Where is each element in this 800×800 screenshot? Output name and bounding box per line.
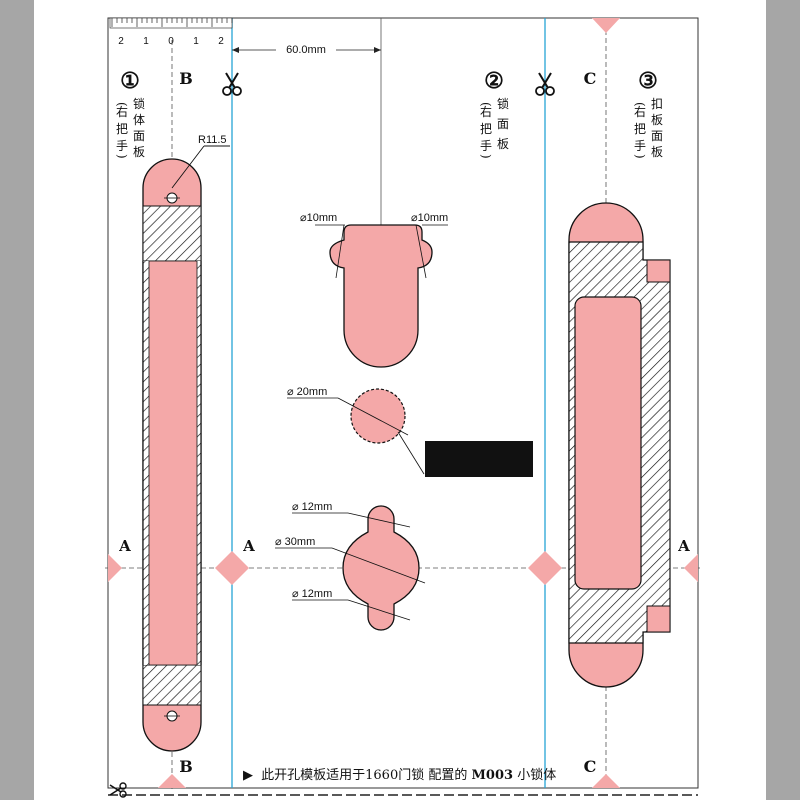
diameter-callout-knob-bottom: ⌀ 12mm: [292, 588, 332, 600]
label-c-bottom: C: [584, 757, 597, 776]
label-a-inner: A: [242, 537, 255, 555]
label-b-bottom: B: [179, 757, 193, 776]
footer-note: ▶ 此开孔模板适用于1660门锁 配置的 M003 小锁体: [243, 767, 556, 783]
svg-text:面: 面: [651, 129, 663, 143]
svg-text:锁: 锁: [133, 96, 145, 111]
label-a-left: A: [118, 537, 131, 555]
svg-text:面: 面: [133, 129, 145, 143]
panel-2-header: ② ( 右 把 手 ) 锁 面 板: [479, 68, 509, 159]
marker-a-center: [528, 551, 562, 585]
diameter-callout-knob-top: ⌀ 12mm: [292, 501, 332, 513]
diameter-callout-left: ⌀10mm: [300, 212, 337, 224]
svg-text:体: 体: [133, 113, 145, 127]
radius-callout: R11.5: [198, 134, 227, 146]
scissors-icon: [109, 782, 127, 798]
template-border: [107, 17, 699, 789]
svg-text:右: 右: [116, 104, 128, 119]
ruler-label: 0: [168, 36, 174, 47]
width-dimension-label: 60.0mm: [286, 44, 326, 56]
width-dimension: 60.0mm: [232, 42, 381, 56]
svg-text:(: (: [115, 102, 129, 107]
svg-text:把: 把: [480, 122, 492, 136]
svg-text:面: 面: [497, 117, 509, 131]
svg-text:把: 把: [634, 122, 646, 136]
marker-c-top: [592, 18, 620, 33]
footer-text-3: 小锁体: [517, 767, 556, 783]
label-block: [425, 441, 533, 477]
panel-2-number: ②: [484, 68, 504, 94]
svg-text:板: 板: [133, 145, 145, 159]
label-b-top: B: [179, 69, 193, 88]
ruler-label: 2: [218, 36, 224, 47]
svg-text:锁: 锁: [497, 96, 509, 111]
svg-text:右: 右: [634, 104, 646, 119]
ruler: 2 1 0 1 2: [109, 17, 233, 47]
svg-text:): ): [115, 154, 129, 159]
svg-text:右: 右: [480, 104, 492, 119]
svg-text:手: 手: [480, 139, 492, 153]
marker-a-right: [684, 554, 698, 582]
ruler-label: 2: [118, 36, 124, 47]
ruler-label: 1: [143, 36, 149, 47]
diameter-callout-knob-mid: ⌀ 30mm: [275, 536, 315, 548]
footer-model: M003: [472, 768, 514, 783]
label-c-top: C: [584, 69, 597, 88]
svg-text:板: 板: [497, 137, 509, 151]
panel-2-knob-cutout: ⌀ 12mm ⌀ 30mm ⌀ 12mm: [275, 501, 426, 631]
marker-c-bottom: [592, 774, 620, 788]
panel-3-header: ③ ( 右 把 手 ) 扣 板 面 板: [633, 68, 663, 159]
ruler-label: 1: [193, 36, 199, 47]
scissors-icon: [535, 72, 555, 96]
panel-2-round-hole: ⌀ 20mm: [287, 386, 425, 475]
marker-b-bottom: [158, 774, 186, 788]
footer-text-2: 配置的: [428, 767, 467, 783]
footer-text-1: 此开孔模板适用于1660门锁: [261, 767, 424, 783]
svg-text:(: (: [633, 102, 647, 107]
svg-text:板: 板: [651, 145, 663, 159]
panel-3-number: ③: [638, 68, 658, 94]
svg-text:手: 手: [116, 139, 128, 153]
svg-text:把: 把: [116, 122, 128, 136]
svg-text:): ): [479, 154, 493, 159]
panel-1-lockbody-cutout: R11.5: [142, 134, 230, 752]
svg-text:手: 手: [634, 139, 646, 153]
label-a-right: A: [677, 537, 690, 555]
footer-arrow: ▶: [243, 768, 253, 783]
marker-a-left: [108, 554, 122, 582]
panel-1-header: ① ( 右 把 手 ) 锁 体 面 板: [115, 68, 145, 159]
diameter-callout-right: ⌀10mm: [411, 212, 448, 224]
svg-text:板: 板: [651, 113, 663, 127]
marker-a-inner: [215, 551, 249, 585]
panel-2-handle-cutout: ⌀10mm ⌀10mm: [300, 212, 448, 368]
svg-text:): ): [633, 154, 647, 159]
svg-text:扣: 扣: [651, 97, 663, 111]
panel-3-strike-cutout: [568, 202, 671, 688]
svg-text:(: (: [479, 102, 493, 107]
panel-1-number: ①: [120, 68, 140, 94]
diameter-callout-circle: ⌀ 20mm: [287, 386, 327, 398]
scissors-icon: [222, 72, 242, 96]
